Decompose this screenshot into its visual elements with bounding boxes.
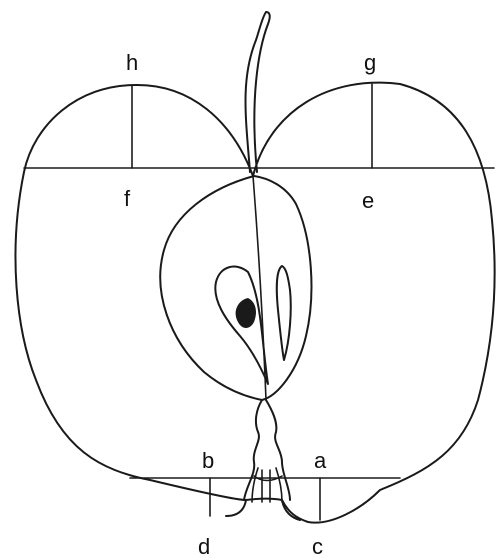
label-b: b [202, 448, 214, 473]
calyx-inner-lines [251, 467, 283, 503]
label-h: h [126, 50, 138, 75]
label-e: e [362, 188, 374, 213]
label-f: f [124, 186, 131, 211]
label-g: g [364, 50, 376, 75]
seed-locule [214, 265, 269, 385]
label-c: c [312, 534, 323, 559]
label-d: d [198, 534, 210, 559]
seed-locule-right [275, 265, 292, 361]
label-a: a [314, 448, 327, 473]
seed [235, 298, 256, 328]
calyx-tube [243, 399, 291, 501]
calyx-notch [225, 499, 301, 521]
stem [244, 11, 271, 173]
core-outline [159, 175, 313, 401]
